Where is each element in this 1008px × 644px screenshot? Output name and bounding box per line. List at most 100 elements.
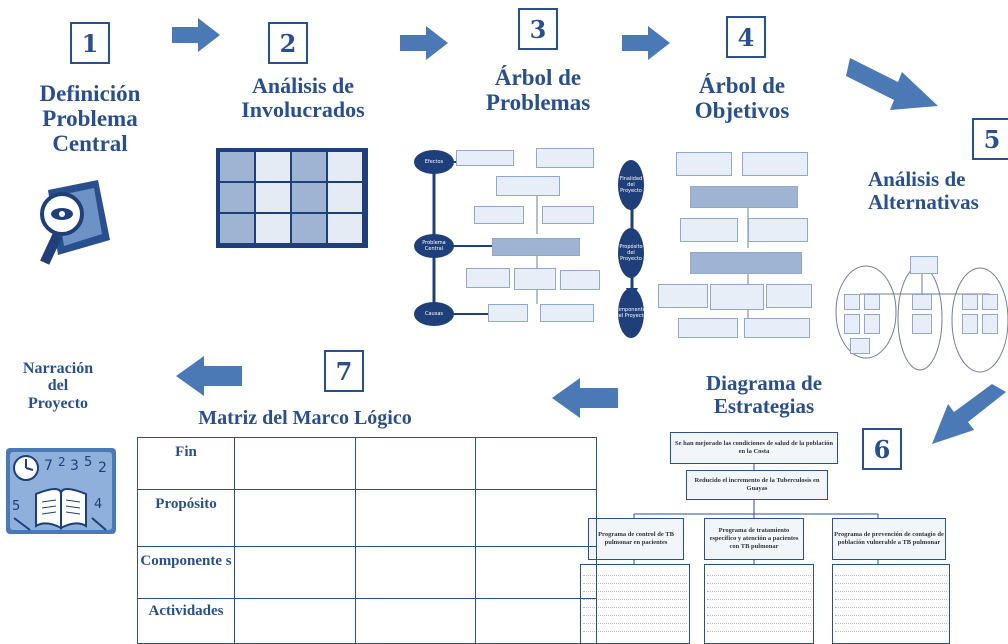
tree-node: [912, 314, 932, 334]
tree-node: [962, 294, 978, 310]
svg-text:7: 7: [44, 458, 53, 474]
tree-node: [910, 256, 938, 274]
step-5-number: 5: [972, 118, 1008, 160]
step-2-title-line: Involucrados: [241, 96, 365, 122]
step-6-number: 6: [862, 428, 902, 470]
step-2-title-line: Análisis de: [251, 73, 355, 98]
tree-node: [690, 252, 802, 274]
svg-text:5: 5: [12, 499, 20, 514]
tree-node: [844, 314, 860, 334]
tree-node: [982, 294, 998, 310]
matrix-cell: [354, 436, 477, 491]
objective-tree-thumbnail: Finalidad del Proyecto Propósito del Pro…: [614, 148, 816, 338]
step-7-title: Matriz del Marco Lógico: [160, 407, 450, 430]
tree-node: [742, 152, 808, 176]
tree-node: [844, 294, 860, 310]
problem-oval-effects: Efectos: [414, 150, 454, 174]
svg-text:2: 2: [58, 455, 66, 469]
tree-node: [912, 294, 932, 310]
problem-magnifier-icon: [40, 180, 110, 265]
step-4-title-line: Árbol de: [698, 73, 786, 98]
tree-node: [466, 268, 510, 288]
objective-oval-components: Componentes del Proyecto: [614, 288, 648, 338]
step-4-title-line: Objetivos: [694, 97, 790, 123]
tree-node: [488, 304, 528, 322]
strategy-activity-list: [832, 564, 950, 644]
tree-node: [496, 176, 560, 196]
tree-node: [514, 268, 556, 290]
tree-node: [962, 314, 978, 334]
step-1-title-line: Central: [52, 130, 128, 156]
tree-node: [864, 314, 880, 334]
matrix-cell: [475, 597, 597, 644]
strategy-activity-list: [580, 564, 690, 644]
step-5-title-line: Análisis de: [868, 167, 966, 191]
objective-oval-purpose: Propósito del Proyecto: [618, 228, 644, 278]
tree-node: [540, 304, 594, 322]
svg-text:3: 3: [70, 458, 79, 474]
tree-node: [864, 294, 880, 310]
matrix-row-label: Propósito: [137, 489, 235, 547]
step-7-title-line: Matriz del Marco Lógico: [198, 407, 412, 429]
tree-node: [680, 218, 738, 242]
tree-node: [690, 186, 798, 208]
tree-node: [658, 284, 708, 308]
matrix-row: Propósito: [137, 489, 597, 547]
step-3-title: Árbol de Problemas: [468, 65, 608, 116]
flow-arrow-left: [552, 378, 618, 418]
step-7-number: 7: [324, 350, 364, 392]
tree-node: [766, 284, 812, 308]
matrix-cell: [234, 436, 356, 491]
step-3-title-line: Árbol de: [494, 65, 582, 90]
tree-node: [748, 218, 808, 242]
step-4-title: Árbol de Objetivos: [672, 73, 812, 124]
matrix-cell: [475, 436, 597, 491]
tree-node: [850, 338, 870, 354]
step-3-title-line: Problemas: [485, 89, 591, 115]
tree-node: [492, 238, 580, 256]
flow-arrow-down-left: [932, 384, 1006, 444]
tree-node: [456, 150, 514, 166]
strategy-purpose: Reducido el incremento de la Tuberculosi…: [686, 470, 828, 500]
narration-title: Narración del Proyecto: [8, 360, 108, 412]
narration-title-line: Proyecto: [27, 394, 89, 412]
narration-title-line: Narración: [22, 360, 94, 377]
matrix-cell: [354, 489, 477, 547]
tree-node: [744, 318, 810, 338]
tree-node: [710, 284, 764, 310]
strategy-activity-list: [704, 564, 814, 644]
tree-node: [676, 152, 732, 176]
step-6-title: Diagrama de Estrategias: [674, 372, 854, 417]
step-1-title: Definición Problema Central: [20, 81, 160, 156]
matrix-cell: [234, 545, 356, 599]
step-5-title: Análisis de Alternativas: [868, 168, 1008, 213]
matrix-cell: [234, 597, 356, 644]
step-1-title-line: Definición: [39, 81, 141, 106]
flow-arrow-right: [400, 26, 448, 60]
narration-book-icon: 7 2 3 5 2 5 4: [6, 448, 116, 534]
alternatives-thumbnail: [830, 254, 1008, 374]
step-4-number: 4: [726, 16, 766, 58]
logframe-matrix: Fin Propósito Componente s Actividades: [137, 436, 597, 644]
problem-oval-central: Problema Central: [414, 234, 454, 258]
matrix-row-label: Componente s: [137, 545, 235, 599]
svg-text:2: 2: [98, 460, 107, 476]
step-5-title-line: Alternativas: [868, 189, 979, 214]
matrix-cell: [354, 597, 477, 644]
tree-node: [678, 318, 738, 338]
strategy-program: Programa de tratamiento específico y ate…: [704, 518, 804, 560]
matrix-row: Actividades: [137, 597, 597, 644]
step-2-number: 2: [268, 22, 308, 64]
svg-text:5: 5: [84, 455, 92, 470]
matrix-cell: [475, 489, 597, 547]
flow-arrow-right: [172, 18, 220, 52]
stakeholder-grid: [216, 148, 368, 248]
flow-arrow-down-right: [846, 58, 938, 110]
tree-node: [560, 270, 600, 290]
tree-node: [474, 206, 524, 224]
step-2-title: Análisis de Involucrados: [218, 74, 388, 122]
matrix-cell: [234, 489, 356, 547]
flow-arrow-left: [176, 356, 242, 396]
tree-node: [536, 148, 594, 168]
problem-tree-thumbnail: Efectos Problema Central Causas: [412, 144, 602, 326]
